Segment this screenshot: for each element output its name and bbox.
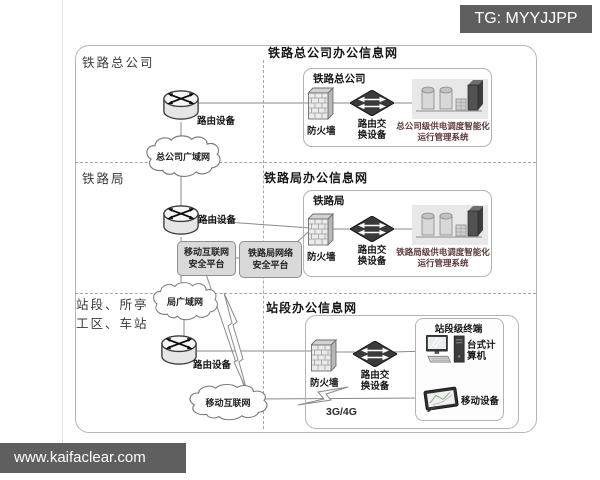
firewall-icon	[308, 85, 334, 121]
zone-label-station: 站段、所亭 工区、车站	[76, 296, 149, 334]
mobile-security-line1: 移动互联网	[183, 247, 229, 257]
switch-icon	[350, 90, 394, 116]
bureau-security-line2: 安全平台	[252, 259, 289, 270]
page-edge-line	[62, 0, 63, 443]
mobile-internet-security-platform: 移动互联网 安全平台	[177, 241, 236, 276]
divider-hq-bureau	[75, 162, 536, 163]
switch-icon	[353, 341, 397, 367]
firewall-icon	[311, 337, 337, 373]
bureau-network-security-platform: 铁路局网络 安全平台	[239, 241, 302, 278]
lightning-bolt-vertical	[223, 292, 248, 392]
desktop-computer-label: 台式计 算机	[467, 340, 497, 362]
network-3g4g-label: 3G/4G	[326, 406, 357, 418]
mobile-device-label: 移动设备	[461, 396, 500, 407]
switch-label: 路由交 换设备	[356, 370, 394, 392]
mobile-internet-cloud: 移动互联网	[187, 382, 269, 422]
switch-icon	[350, 216, 394, 242]
firewall-icon	[308, 211, 334, 247]
station-equipment-box	[305, 315, 519, 429]
tg-watermark: TG: MYYJJPP	[460, 5, 592, 33]
switch-label: 路由交 换设备	[353, 245, 391, 267]
mobile-internet-cloud-label: 移动互联网	[205, 397, 251, 408]
hq-wan-cloud-label: 总公司广域网	[155, 151, 210, 162]
diagram-border	[75, 45, 537, 433]
desktop-label-line2: 算机	[467, 351, 487, 362]
router-label: 路由设备	[198, 215, 237, 226]
bureau-system-image	[412, 205, 488, 245]
terminal-box-title: 站段级终端	[434, 324, 483, 335]
hq-system-image	[412, 79, 488, 119]
switch-label-line1: 路由交	[357, 119, 387, 130]
hq-equipment-box	[303, 68, 492, 147]
firewall-label: 防火墙	[307, 252, 336, 263]
firewall-label: 防火墙	[307, 126, 336, 137]
hq-wan-cloud: 总公司广域网	[144, 133, 222, 179]
firewall-label: 防火墙	[310, 378, 339, 389]
router-icon	[162, 204, 200, 237]
mobile-device-icon	[422, 385, 462, 412]
bureau-wan-cloud-label: 局广域网	[166, 296, 203, 307]
zone-label-station-line2: 工区、车站	[76, 317, 149, 331]
hq-system-label-line2: 运行管理系统	[417, 131, 469, 142]
divider-bureau-station	[75, 293, 536, 294]
switch-label-line2: 换设备	[360, 380, 390, 392]
lightning-bolt-horizontal	[297, 386, 349, 406]
section-title-station: 站段办公信息网	[266, 301, 358, 315]
bureau-system-label-line1: 铁路局级供电调度智能化	[396, 247, 490, 257]
hq-box-title: 铁路总公司	[313, 73, 366, 85]
switch-label: 路由交 换设备	[353, 119, 391, 141]
router-label: 路由设备	[193, 360, 232, 371]
bureau-box-title: 铁路局	[313, 195, 345, 207]
router-label: 路由设备	[197, 116, 236, 127]
section-title-bureau: 铁路局办公信息网	[264, 171, 369, 185]
zone-label-station-line1: 站段、所亭	[76, 298, 149, 312]
bureau-system-label-line2: 运行管理系统	[417, 257, 469, 268]
switch-label-line2: 换设备	[357, 255, 387, 267]
zone-label-hq: 铁路总公司	[82, 56, 155, 70]
site-watermark: www.kaifaclear.com	[0, 443, 186, 473]
bureau-security-line1: 铁路局网络	[247, 248, 293, 258]
section-title-hq: 铁路总公司办公信息网	[268, 46, 399, 60]
bureau-system-label: 铁路局级供电调度智能化 运行管理系统	[393, 247, 493, 268]
bureau-equipment-box	[303, 190, 492, 277]
bureau-wan-cloud: 局广域网	[151, 280, 219, 322]
desktop-computer-icon	[426, 335, 466, 366]
mobile-security-line2: 安全平台	[188, 258, 225, 269]
router-icon	[162, 89, 200, 122]
switch-label-line1: 路由交	[357, 245, 387, 256]
desktop-label-line1: 台式计	[467, 340, 496, 351]
switch-label-line1: 路由交	[360, 370, 390, 381]
hq-system-label-line1: 总公司级供电调度智能化	[396, 121, 490, 131]
switch-label-line2: 换设备	[357, 129, 387, 141]
hq-system-label: 总公司级供电调度智能化 运行管理系统	[393, 121, 493, 142]
zone-label-bureau: 铁路局	[82, 172, 126, 186]
